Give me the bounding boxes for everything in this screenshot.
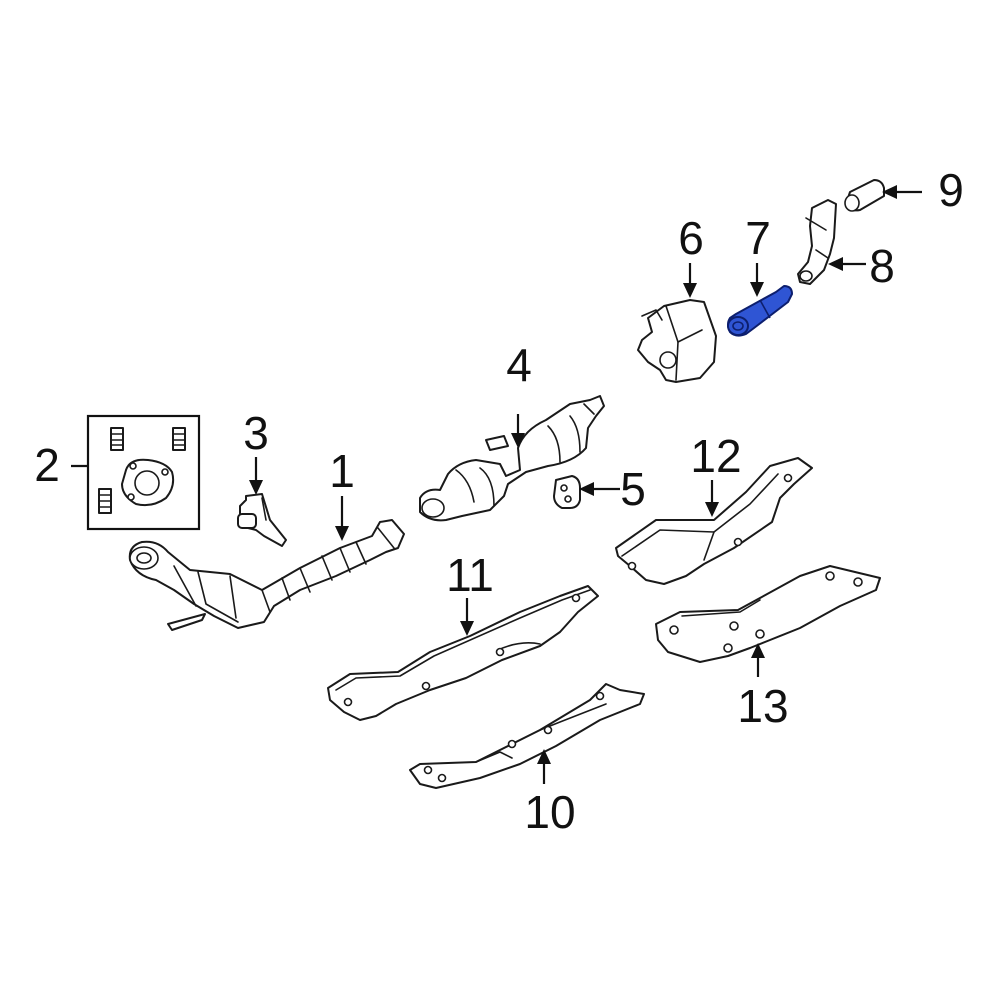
stud-icon — [110, 427, 124, 451]
part-12-heat-shield[interactable] — [615, 457, 813, 585]
callout-5: 5 — [620, 463, 646, 515]
part-8-tailpipe[interactable] — [797, 199, 866, 285]
callout-4: 4 — [506, 339, 532, 391]
callout-12: 12 — [690, 430, 741, 482]
part-4-converter[interactable] — [419, 395, 605, 522]
callout-8: 8 — [869, 240, 895, 292]
callout-7: 7 — [745, 212, 771, 264]
callout-13: 13 — [737, 680, 788, 732]
callout-1: 1 — [329, 445, 355, 497]
callout-3: 3 — [243, 407, 269, 459]
callout-9: 9 — [938, 164, 964, 216]
callout-10: 10 — [524, 786, 575, 838]
part-5-isolator[interactable] — [553, 475, 620, 509]
stud-icon — [98, 488, 112, 514]
stud-icon — [172, 427, 186, 451]
part-10-heat-shield[interactable] — [409, 683, 645, 789]
callout-11: 11 — [446, 549, 494, 601]
part-3-bracket[interactable] — [237, 457, 287, 547]
callout-6: 6 — [678, 212, 704, 264]
part-7-highlighted-pipe[interactable] — [727, 263, 793, 337]
part-6-muffler[interactable] — [637, 263, 717, 383]
part-11-heat-shield[interactable] — [327, 585, 599, 721]
callout-2: 2 — [34, 439, 60, 491]
part-13-heat-shield[interactable] — [655, 565, 881, 677]
gasket-icon — [121, 458, 175, 507]
part-1-front-pipe[interactable] — [128, 496, 405, 631]
part-2-gasket-kit[interactable] — [71, 414, 201, 531]
part-9-exhaust-tip[interactable] — [844, 179, 922, 212]
